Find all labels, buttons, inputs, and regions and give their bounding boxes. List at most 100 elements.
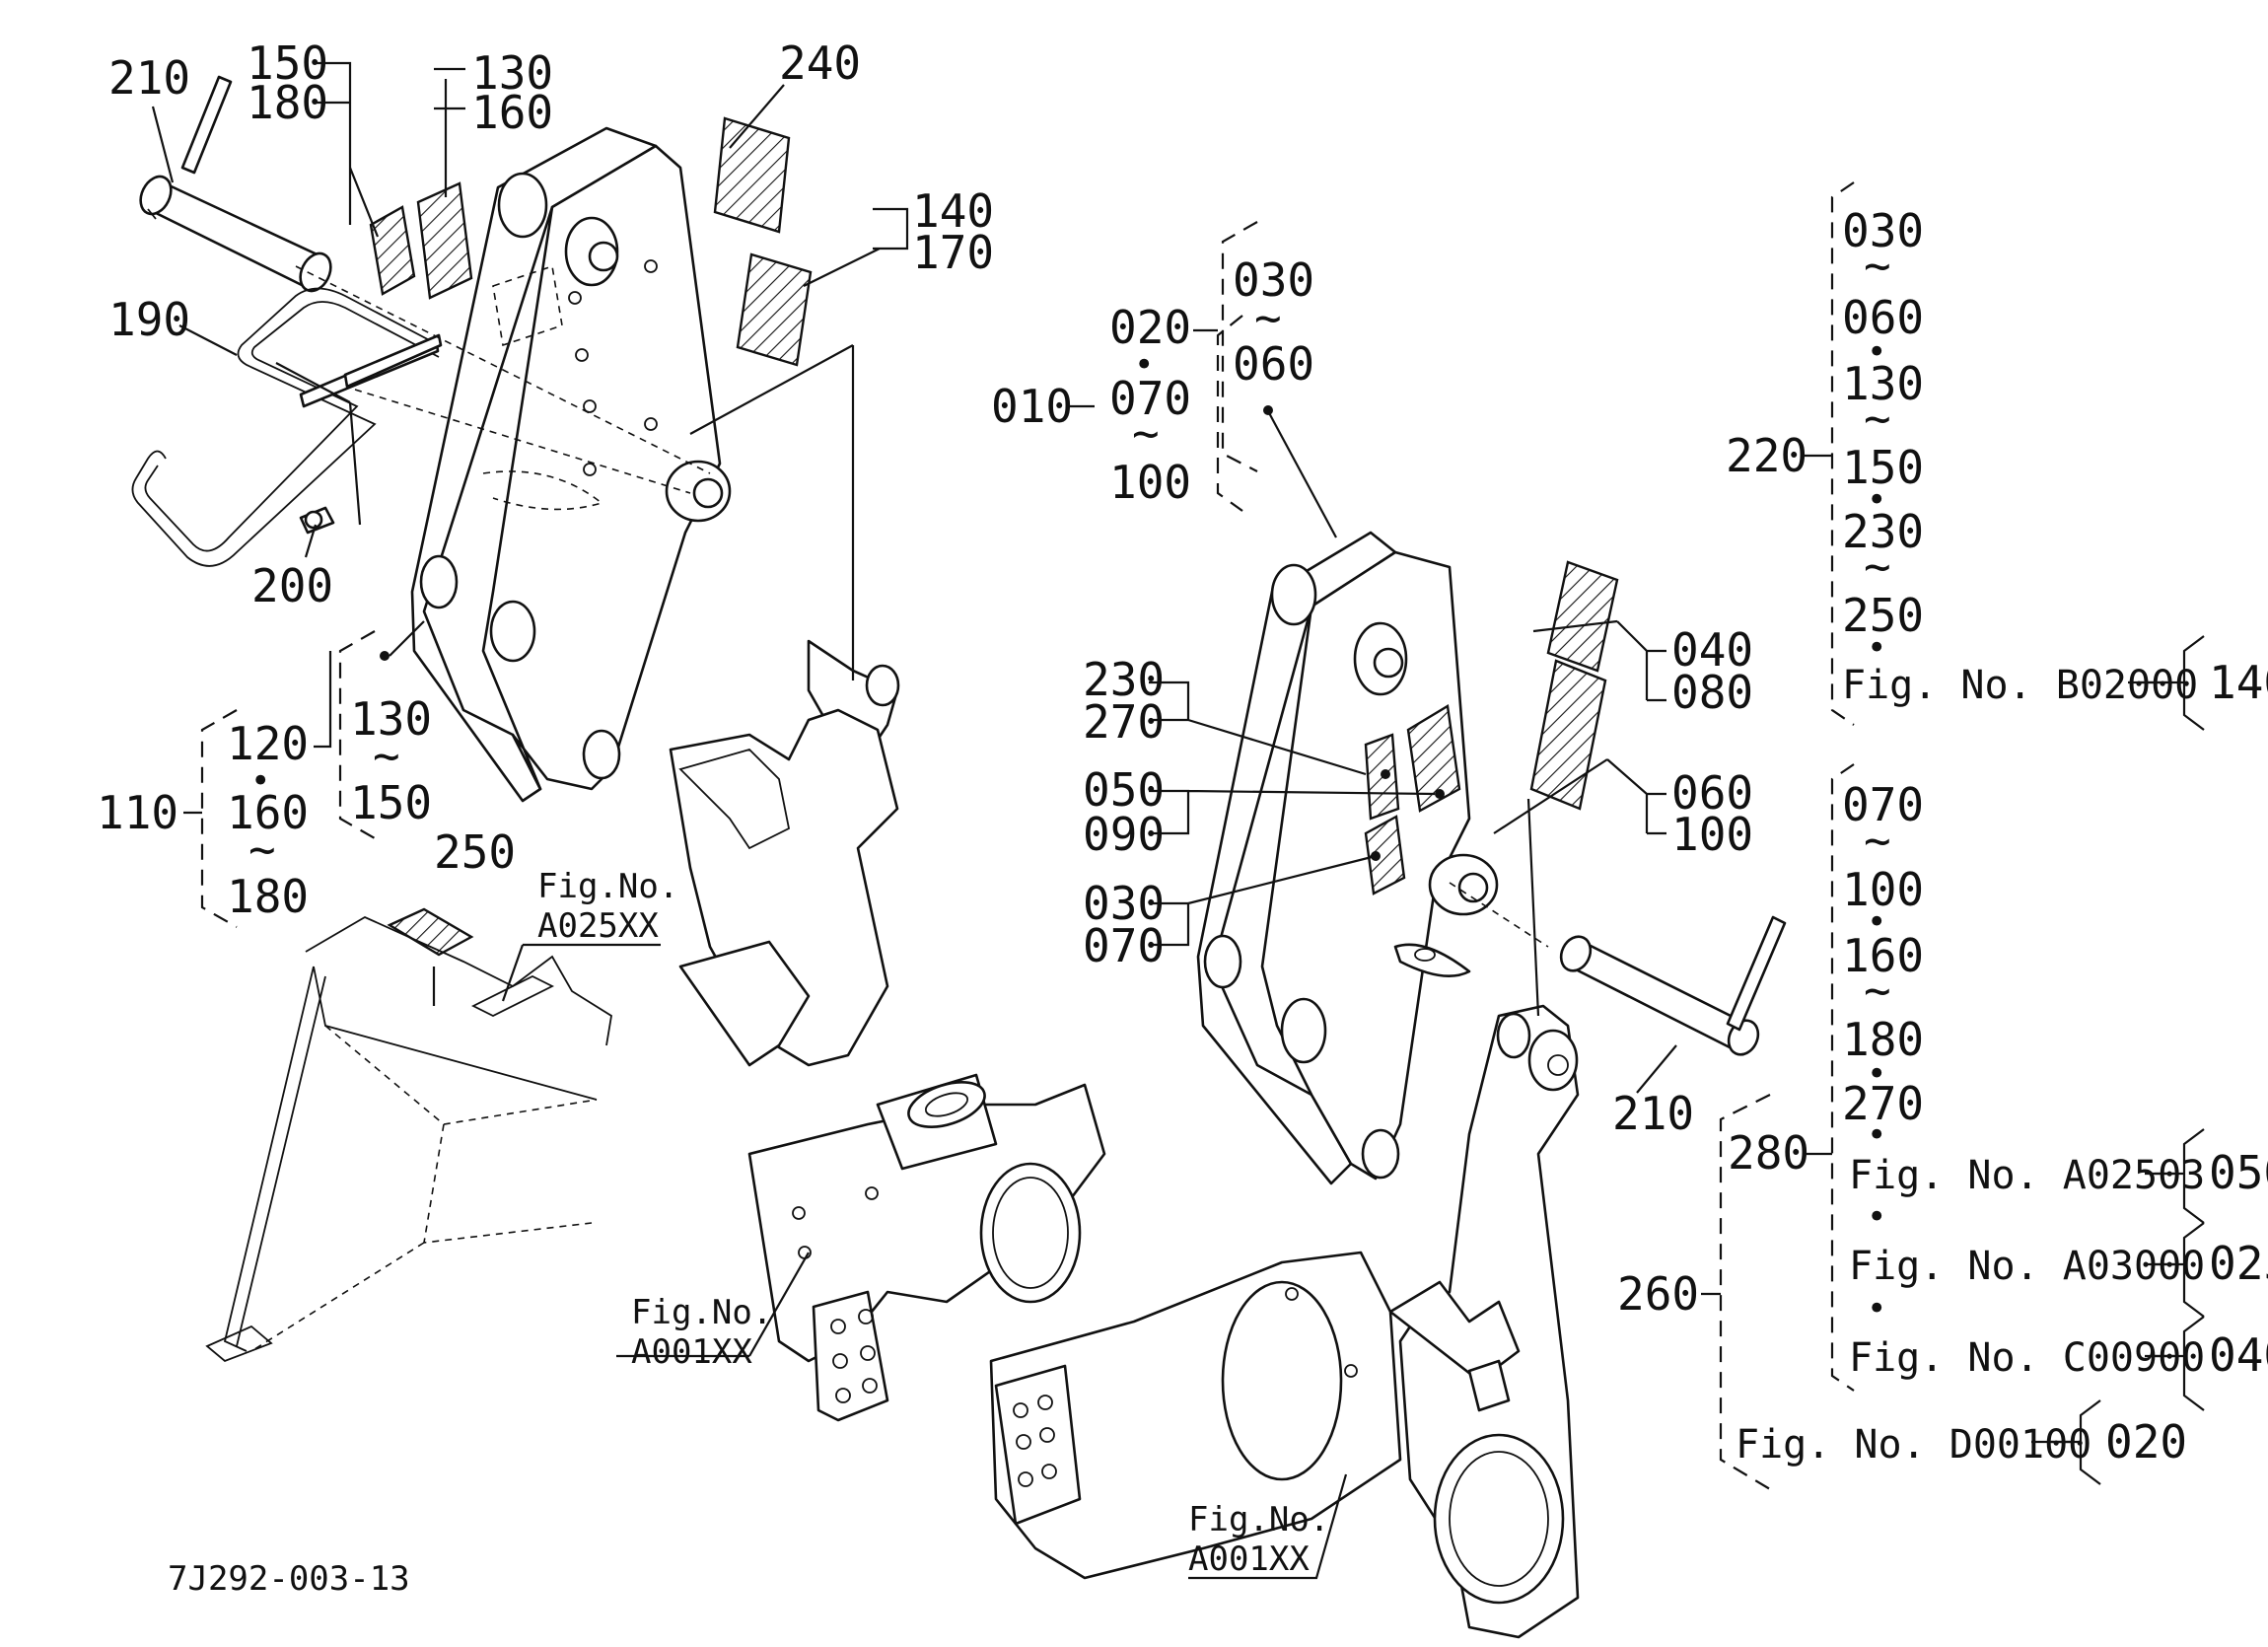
decal-250 — [387, 907, 474, 957]
callout-240: 240 — [779, 36, 861, 90]
tilde-9: ~ — [1864, 964, 1891, 1017]
callout-270-mid: 270 — [1083, 695, 1165, 749]
tilde-8: ~ — [1864, 814, 1891, 867]
callout-060-top: 060 — [1233, 337, 1314, 391]
callout-050-right: 050 — [2209, 1146, 2268, 1199]
callout-140-right: 140 — [2209, 656, 2268, 709]
tilde-1: ~ — [373, 729, 400, 782]
callout-040: 040 — [1671, 623, 1753, 677]
callout-160-mid: 160 — [227, 786, 309, 839]
decal-140-170 — [736, 252, 813, 367]
callout-140: 140 — [912, 184, 994, 238]
callout-090: 090 — [1083, 808, 1165, 861]
callout-170: 170 — [912, 226, 994, 279]
callout-100-top: 100 — [1109, 456, 1191, 509]
callout-070-top: 070 — [1109, 372, 1191, 425]
decal-040-080 — [1546, 560, 1619, 673]
callout-050: 050 — [1083, 763, 1165, 817]
callout-150: 150 — [247, 36, 328, 90]
dot-1: • — [250, 761, 270, 801]
tilde-4: ~ — [1254, 291, 1282, 344]
dot-9: • — [1867, 1197, 1886, 1237]
decal-030-070 — [1364, 815, 1406, 895]
callout-100-right: 100 — [1842, 863, 1924, 916]
dot-8: • — [1867, 1115, 1886, 1155]
figref-a001-left-line1: Fig.No. — [631, 1293, 772, 1332]
callout-130-mid: 130 — [350, 692, 432, 746]
boom-bracket-right — [1196, 531, 1549, 1185]
right-bracket-assembly — [989, 531, 1787, 1639]
figref-a03000: Fig. No. A03000 — [1849, 1244, 2205, 1289]
dot-10: • — [1867, 1289, 1886, 1328]
callout-120: 120 — [227, 717, 309, 770]
leader-lines — [151, 61, 2205, 1490]
tilde-6: ~ — [1864, 392, 1891, 445]
callout-130-right: 130 — [1842, 357, 1924, 410]
figref-a025-line1: Fig.No. — [537, 867, 678, 906]
callout-030-top: 030 — [1233, 253, 1314, 307]
tilde-7: ~ — [1864, 539, 1891, 593]
dot-2: • — [1134, 345, 1154, 385]
dot-7: • — [1867, 1054, 1886, 1094]
figref-b02000: Fig. No. B02000 — [1842, 663, 2198, 708]
tilde-2: ~ — [248, 823, 276, 876]
callout-180-right: 180 — [1842, 1013, 1924, 1066]
callout-110: 110 — [97, 786, 178, 839]
callout-280: 280 — [1728, 1126, 1809, 1180]
callout-250: 250 — [434, 825, 516, 879]
callout-060-right: 060 — [1842, 291, 1924, 344]
tilde-5: ~ — [1864, 239, 1891, 292]
tilde-3: ~ — [1132, 406, 1160, 460]
left-bracket-assembly — [131, 75, 1106, 1422]
figref-a001-right-line2: A001XX — [1188, 1540, 1310, 1579]
bucket-left — [205, 907, 612, 1363]
callout-150-right: 150 — [1842, 441, 1924, 494]
callout-160-top: 160 — [471, 86, 553, 139]
figref-a001-right-line1: Fig.No. — [1188, 1500, 1329, 1540]
callout-160-right: 160 — [1842, 929, 1924, 982]
decal-060-100 — [1529, 659, 1607, 811]
decal-050-090-b — [1406, 704, 1461, 813]
callout-020: 020 — [1109, 301, 1191, 354]
callout-180-mid: 180 — [227, 870, 309, 923]
figref-a02503: Fig. No. A02503 — [1849, 1153, 2205, 1198]
callout-040-right: 040 — [2209, 1328, 2268, 1382]
bolt-200 — [299, 506, 335, 535]
callout-130-top: 130 — [471, 46, 553, 100]
callout-270-right: 270 — [1842, 1077, 1924, 1130]
callout-210-right: 210 — [1612, 1087, 1694, 1140]
callout-030-mid: 030 — [1083, 877, 1165, 930]
callout-060-mid: 060 — [1671, 766, 1753, 820]
figref-a001-left-line2: A001XX — [631, 1332, 752, 1372]
callout-230: 230 — [1083, 653, 1165, 706]
main-frame-left — [669, 639, 1106, 1422]
callout-210-left: 210 — [108, 51, 190, 105]
decal-240 — [713, 116, 791, 234]
callout-010: 010 — [991, 380, 1073, 433]
decal-130-160 — [416, 181, 473, 300]
callout-190: 190 — [108, 293, 190, 346]
callout-260: 260 — [1617, 1267, 1699, 1321]
figref-a025-line2: A025XX — [537, 906, 659, 946]
figref-c00900: Fig. No. C00900 — [1849, 1335, 2205, 1381]
callout-020-right: 020 — [2105, 1415, 2187, 1468]
callout-150-mid: 150 — [350, 776, 432, 829]
dot-6: • — [1867, 902, 1886, 942]
dot-4: • — [1867, 480, 1886, 520]
callout-025-right: 025 — [2209, 1237, 2268, 1290]
boom-bracket-left — [295, 126, 732, 803]
callout-100-mid: 100 — [1671, 808, 1753, 861]
callout-250-right: 250 — [1842, 589, 1924, 642]
drawing-number: 7J292-003-13 — [168, 1559, 410, 1599]
dot-3: • — [1867, 332, 1886, 372]
callout-080: 080 — [1671, 666, 1753, 719]
main-frame-right — [989, 1004, 1580, 1639]
callout-180-top: 180 — [247, 76, 328, 129]
callout-200: 200 — [251, 559, 333, 612]
callout-230-right: 230 — [1842, 505, 1924, 558]
callout-220: 220 — [1726, 429, 1807, 482]
callout-070-right: 070 — [1842, 778, 1924, 831]
pin-210-left — [139, 75, 332, 293]
decal-150-180 — [369, 205, 416, 296]
